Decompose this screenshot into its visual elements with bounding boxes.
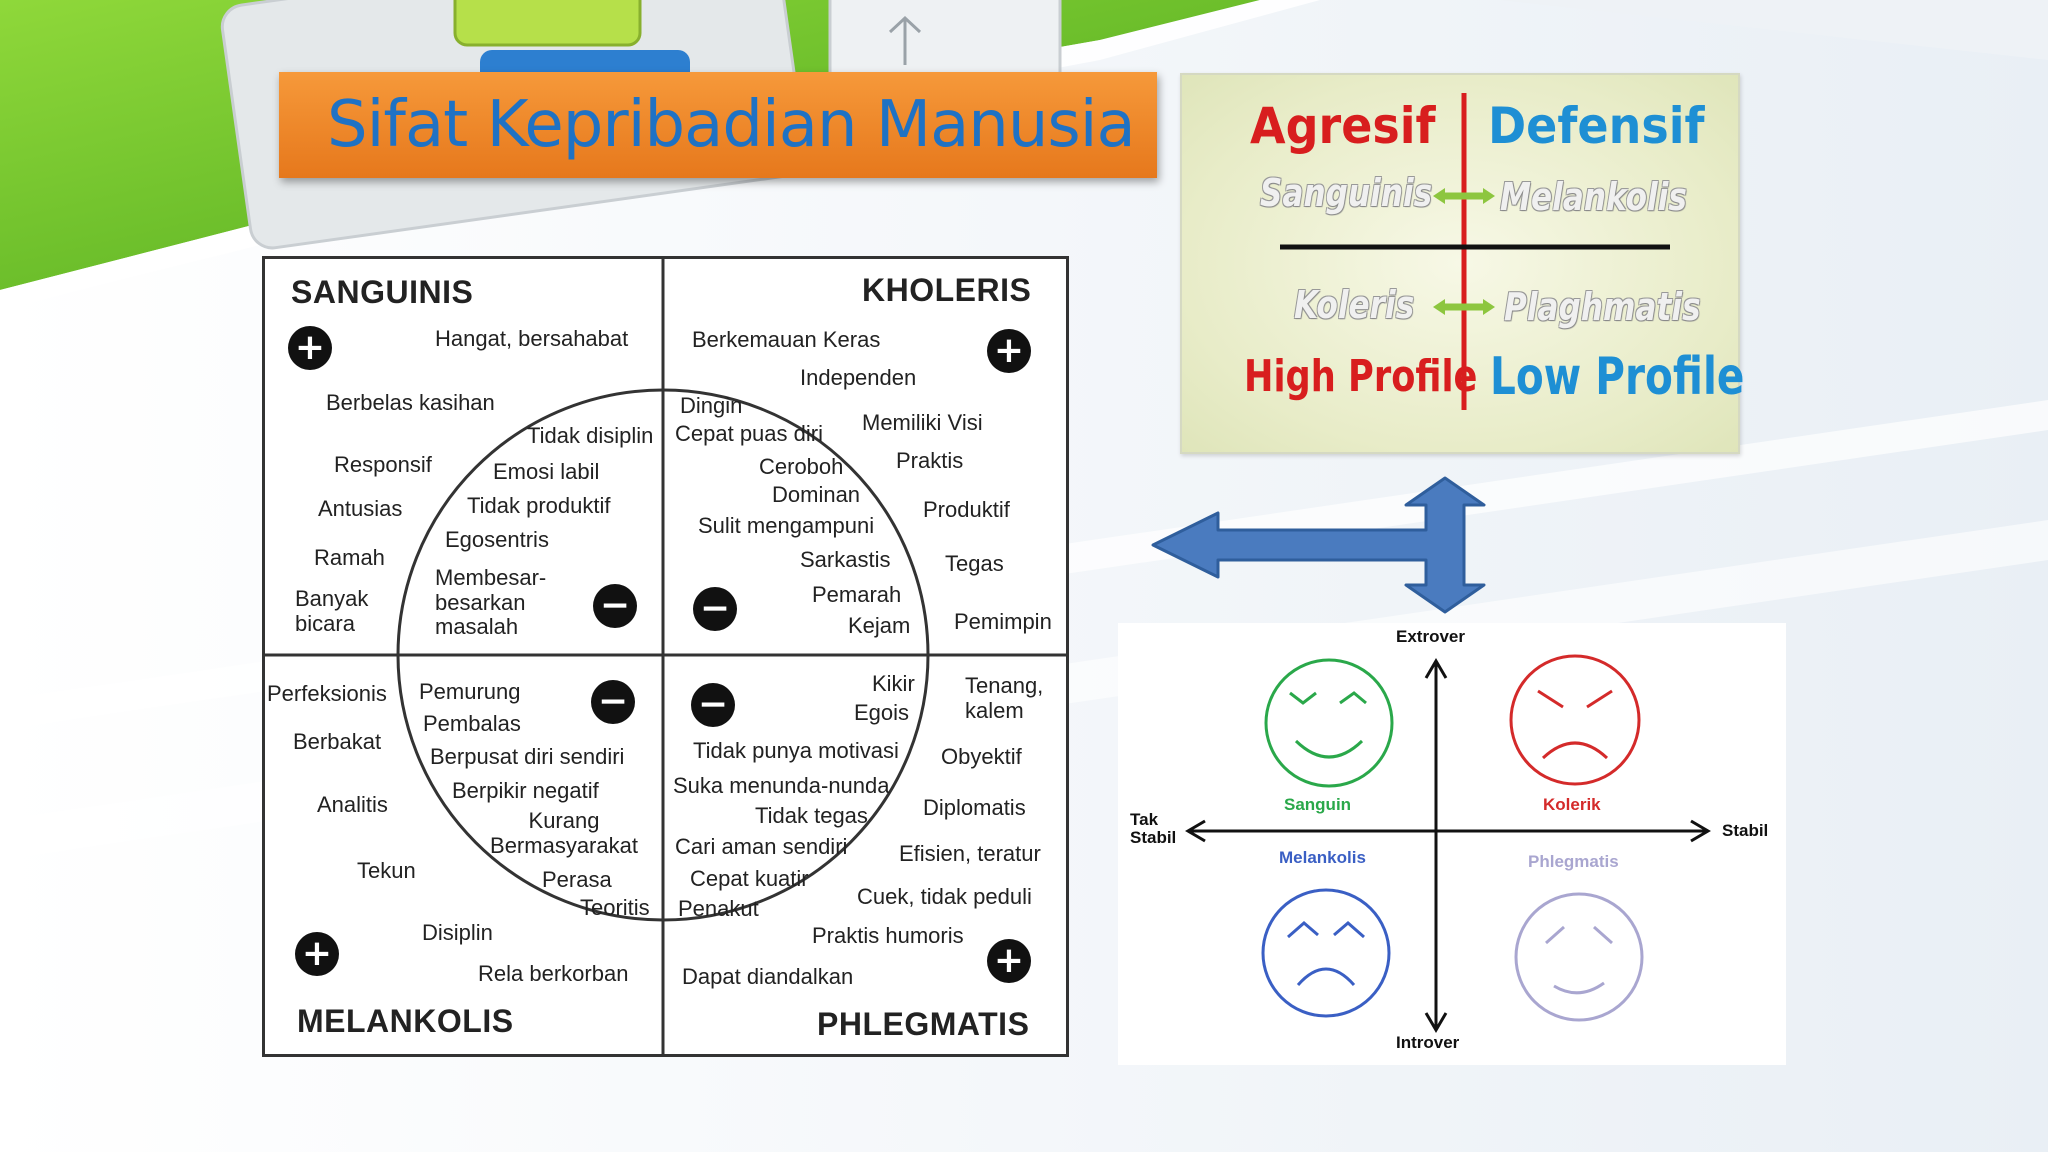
trait-label: Perasa — [542, 867, 612, 892]
trait-label: Egois — [854, 700, 910, 725]
trait-label: Emosi labil — [493, 459, 600, 484]
trait-label: Cepat kuatir — [690, 866, 809, 891]
trait-label: Hangat, bersahabat — [435, 326, 629, 351]
trait-label: Tidak punya motivasi — [693, 738, 899, 763]
plus-icon: + — [987, 939, 1031, 983]
trait-label: Tegas — [945, 551, 1004, 576]
trait-label: Disiplin — [422, 920, 493, 945]
trait-label: Membesar-besarkan masalah — [435, 565, 547, 640]
heading-melankolis: MELANKOLIS — [297, 1003, 514, 1039]
label-defensif: Defensif — [1488, 97, 1705, 155]
trait-label: Perfeksionis — [267, 681, 387, 706]
trait-label: Banyak bicara — [295, 586, 369, 636]
face-label-melankolis: Melankolis — [1279, 848, 1366, 867]
label-koleris: Koleris — [1294, 283, 1415, 327]
face-label-kolerik: Kolerik — [1543, 795, 1601, 814]
trait-label: Pemarah — [812, 582, 902, 607]
trait-label: Tidak tegas — [755, 803, 868, 828]
smile-face-icon — [1264, 658, 1394, 788]
trait-label: Independen — [800, 365, 917, 390]
trait-label: Cuek, tidak peduli — [857, 884, 1032, 909]
trait-label: Berkemauan Keras — [692, 327, 881, 352]
trait-label: Antusias — [318, 496, 403, 521]
face-label-phlegmatis: Phlegmatis — [1528, 852, 1619, 871]
trait-label: Dapat diandalkan — [682, 964, 854, 989]
trait-label: Kurang Bermasyarakat — [490, 808, 638, 858]
typology-lines — [1280, 93, 1670, 410]
trait-label: Sarkastis — [800, 547, 891, 572]
heading-phlegmatis: PHLEGMATIS — [817, 1006, 1030, 1042]
trait-label: Suka menunda-nunda — [673, 773, 890, 798]
sad-face-icon — [1261, 888, 1391, 1018]
trait-label: Egosentris — [445, 527, 549, 552]
trait-label: Kejam — [848, 613, 911, 638]
label-plaghmatis: Plaghmatis — [1504, 285, 1701, 329]
calm-face-icon — [1514, 892, 1644, 1022]
trait-label: Analitis — [317, 792, 388, 817]
trait-label: Pembalas — [423, 711, 521, 736]
label-low-profile: Low Profile — [1490, 347, 1745, 407]
minus-icon: − — [593, 584, 637, 628]
trait-label: Cepat puas diri — [675, 421, 823, 446]
double-arrow-icon — [1151, 476, 1486, 614]
trait-label: Teoritis — [580, 895, 650, 920]
trait-label: Tekun — [357, 858, 416, 883]
trait-label: Tidak disiplin — [527, 423, 654, 448]
heading-kholeris: KHOLERIS — [862, 272, 1032, 308]
trait-label: Tenang, kalem — [965, 673, 1044, 723]
minus-icon: − — [591, 680, 635, 724]
axis-label-right: Stabil — [1722, 821, 1769, 840]
label-high-profile: High Profile — [1244, 351, 1478, 402]
trait-label: Dominan — [772, 482, 861, 507]
minus-icon: − — [691, 683, 735, 727]
label-sanguinis: Sanguinis — [1260, 171, 1433, 215]
trait-label: Kikir — [872, 671, 915, 696]
trait-label: Pemurung — [419, 679, 521, 704]
trait-label: Tidak produktif — [467, 493, 611, 518]
trait-label: Rela berkorban — [478, 961, 629, 986]
minus-icon: − — [693, 587, 737, 631]
trait-label: Berpusat diri sendiri — [430, 744, 625, 769]
trait-label: Cari aman sendiri — [675, 834, 848, 859]
temperament-axis-chart: Extrover Introver Tak Stabil Stabil Sang… — [1118, 623, 1786, 1065]
title-banner: Sifat Kepribadian Manusia — [279, 72, 1157, 178]
temperament-quadrant-diagram: SANGUINIS KHOLERIS MELANKOLIS PHLEGMATIS… — [262, 256, 1069, 1057]
trait-label: Diplomatis — [923, 795, 1026, 820]
axis-chart-graphics — [1185, 654, 1711, 1033]
plus-icon: + — [288, 326, 332, 370]
quadrant-lines — [262, 256, 1069, 1057]
axis-label-bottom: Introver — [1396, 1033, 1460, 1052]
trait-label: Efisien, teratur — [899, 841, 1041, 866]
label-agresif: Agresif — [1250, 97, 1436, 155]
plus-icon: + — [987, 329, 1031, 373]
slide-title: Sifat Kepribadian Manusia — [327, 88, 1136, 162]
trait-label: Penakut — [678, 896, 759, 921]
trait-label: Praktis — [896, 448, 964, 473]
trait-label: Berbakat — [293, 729, 382, 754]
trait-label: Responsif — [334, 452, 432, 477]
typology-image: Agresif Defensif Sanguinis Melankolis Ko… — [1180, 73, 1744, 454]
trait-label: Dingin — [680, 393, 743, 418]
trait-label: Ceroboh — [759, 454, 844, 479]
trait-label: Pemimpin — [954, 609, 1052, 634]
trait-label: Produktif — [923, 497, 1010, 522]
trait-label: Memiliki Visi — [862, 410, 983, 435]
angry-face-icon — [1509, 654, 1641, 786]
trait-label: Obyektif — [941, 744, 1022, 769]
label-melankolis: Melankolis — [1500, 175, 1687, 219]
trait-label: Praktis humoris — [812, 923, 964, 948]
axis-label-left: Tak Stabil — [1130, 810, 1177, 847]
trait-label: Sulit mengampuni — [698, 513, 875, 538]
plus-icon: + — [295, 932, 339, 976]
axis-label-top: Extrover — [1396, 627, 1465, 646]
trait-label: Berpikir negatif — [452, 778, 599, 803]
trait-label: Ramah — [314, 545, 385, 570]
trait-label: Berbelas kasihan — [326, 390, 495, 415]
heading-sanguinis: SANGUINIS — [291, 274, 474, 310]
face-label-sanguin: Sanguin — [1284, 795, 1352, 814]
